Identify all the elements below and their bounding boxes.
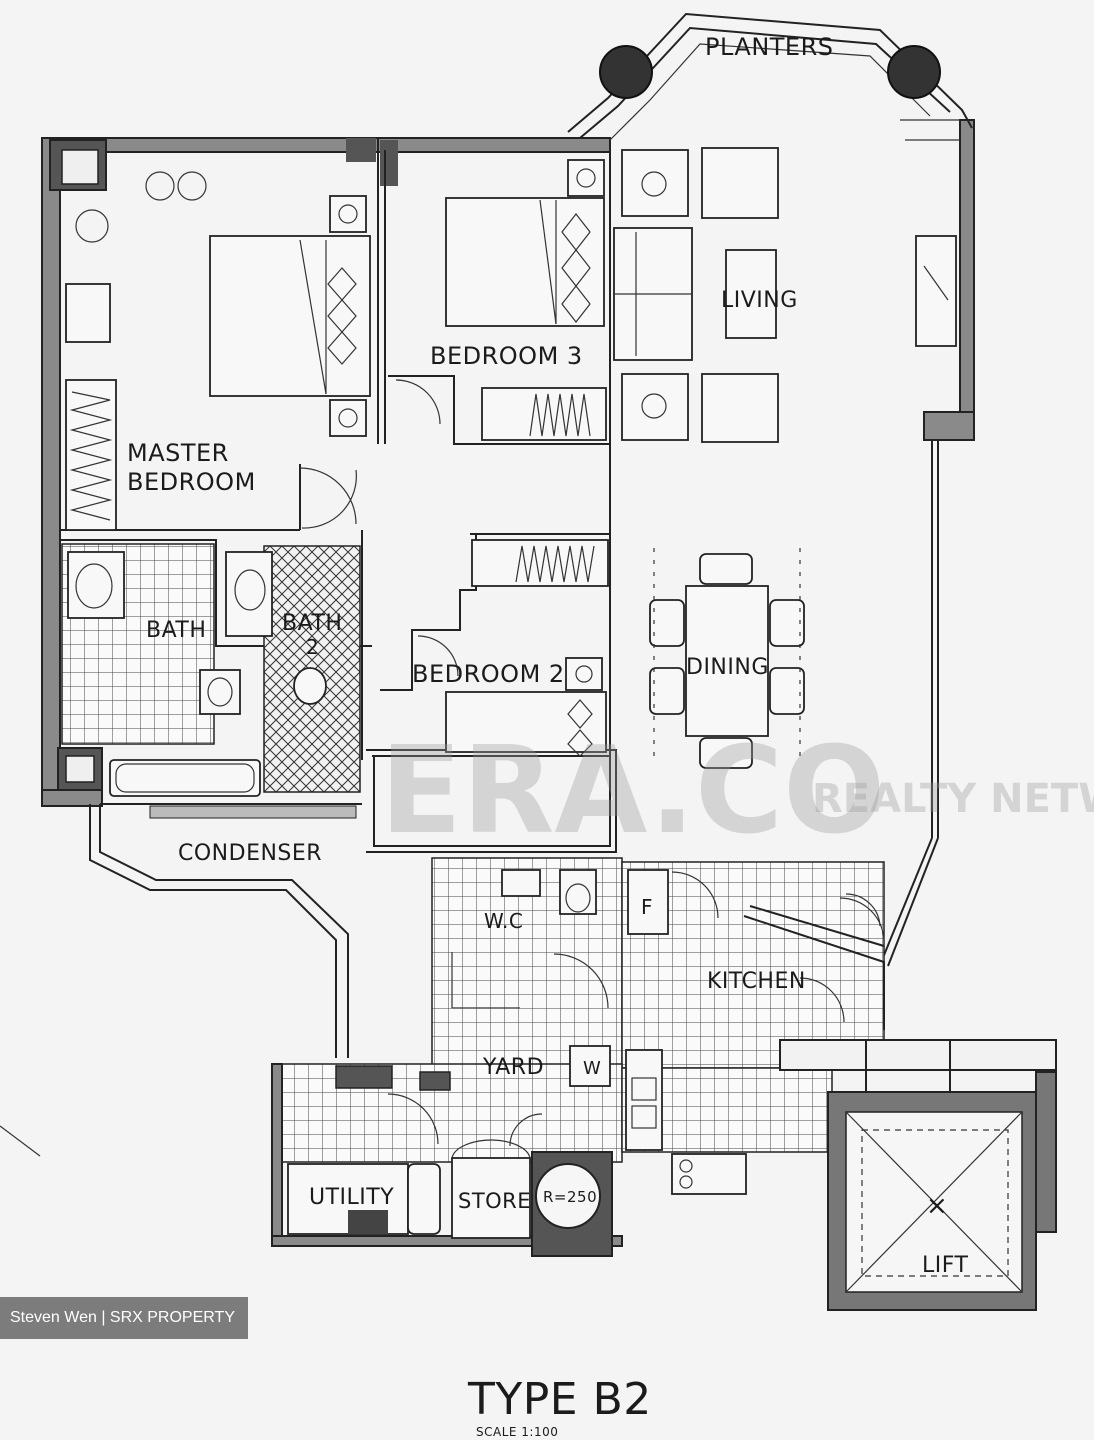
label-bedroom3: BEDROOM 3	[430, 342, 583, 370]
dining-furniture	[649, 548, 805, 769]
living-furniture	[613, 147, 957, 443]
bath-master	[61, 543, 261, 797]
label-store: STORE	[458, 1189, 531, 1213]
label-washer: W	[583, 1058, 601, 1079]
lift-core	[779, 1039, 1057, 1311]
label-bath2-line1: BATH	[282, 611, 342, 636]
plan-type-title: TYPE B2	[467, 1374, 652, 1425]
label-bedroom2: BEDROOM 2	[412, 660, 565, 688]
label-master-line2: BEDROOM	[127, 468, 256, 496]
label-bath: BATH	[146, 618, 206, 643]
label-bath2-line2: 2	[306, 635, 319, 659]
stray-line	[0, 1125, 41, 1157]
bedroom3-furniture	[395, 159, 607, 441]
label-condenser: CONDENSER	[178, 841, 322, 866]
watermark-brand: ERA.CO	[380, 722, 885, 861]
plan-scale: SCALE 1:100	[476, 1425, 558, 1439]
label-fridge: F	[641, 895, 653, 919]
service-area	[279, 857, 885, 1195]
label-lift-mark: ×	[926, 1191, 948, 1221]
condenser-ledge	[89, 803, 362, 1058]
exterior-walls	[41, 119, 975, 807]
label-master-line1: MASTER	[127, 439, 229, 467]
label-kitchen: KITCHEN	[707, 969, 806, 994]
bedroom2-furniture	[417, 539, 609, 757]
doors	[299, 467, 885, 1147]
label-planters: PLANTERS	[705, 33, 834, 61]
utility-store	[271, 1063, 623, 1257]
watermark: ERA.CO REALTY NETWORK	[380, 722, 1094, 861]
label-wc: W.C	[484, 909, 523, 933]
label-refuse: R=250	[543, 1188, 597, 1206]
master-bedroom-furniture	[65, 171, 371, 531]
bath2	[225, 545, 361, 793]
watermark-sub: REALTY NETWORK	[812, 776, 1094, 822]
label-lift: LIFT	[922, 1253, 969, 1278]
label-yard: YARD	[482, 1055, 544, 1080]
photo-credit: Steven Wen | SRX PROPERTY	[0, 1297, 248, 1339]
label-living: LIVING	[721, 288, 798, 313]
label-dining: DINING	[686, 655, 769, 680]
planter-bay	[567, 12, 973, 141]
label-utility: UTILITY	[309, 1185, 394, 1210]
room-labels: PLANTERS LIVING BEDROOM 3 MASTER BEDROOM…	[127, 33, 969, 1278]
